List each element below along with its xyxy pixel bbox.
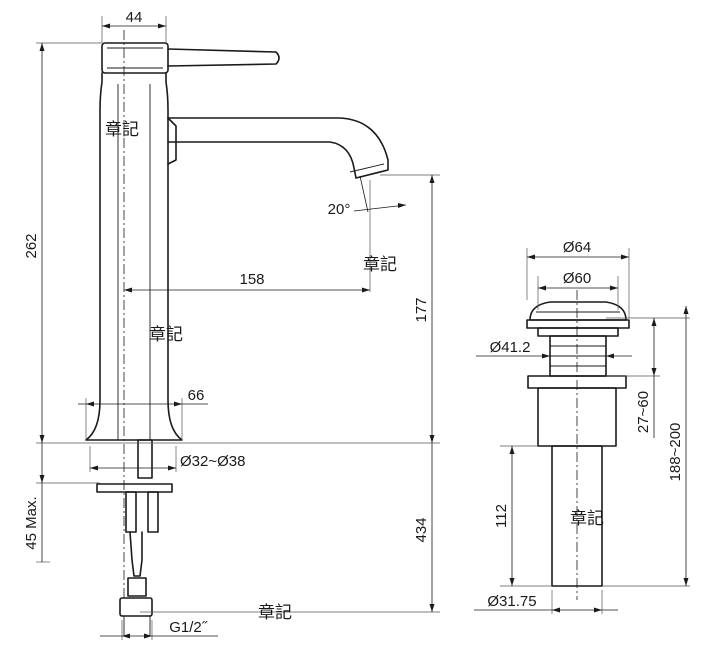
mounting-plate [96, 483, 173, 493]
faucet-drawing [85, 30, 389, 636]
dim-label-20deg: 20° [328, 201, 351, 218]
waste-cap [529, 301, 627, 321]
dim-label-41-2: Ø41.2 [490, 339, 531, 356]
popup-waste-drawing [526, 290, 630, 600]
faucet-lever [167, 48, 280, 67]
dim-label-32-38: Ø32~Ø38 [180, 453, 245, 470]
dimension-labels: 44 262 158 177 20° 66 Ø32~Ø38 45 Max. 43… [23, 9, 684, 636]
connector-top [127, 577, 147, 597]
dimension-lines [39, 23, 689, 639]
dim-label-177: 177 [413, 297, 430, 322]
dim-label-434: 434 [413, 517, 430, 542]
dim-label-64: Ø64 [563, 239, 591, 256]
dim-label-60: Ø60 [563, 270, 591, 287]
dim-label-g12: G1/2˝ [169, 619, 208, 636]
faucet-handle-cap [101, 42, 169, 74]
dim-label-112: 112 [493, 504, 510, 528]
waste-flange [526, 319, 630, 329]
watermark-text: 章記 [363, 255, 397, 275]
watermark-text: 章記 [570, 509, 604, 529]
watermark-text: 章記 [149, 325, 183, 345]
watermark-text: 章記 [105, 120, 139, 140]
dim-label-27-60: 27~60 [635, 391, 652, 433]
dim-label-44: 44 [126, 9, 143, 26]
faucet-body [85, 72, 183, 441]
dim-label-188-200: 188~200 [667, 423, 684, 482]
watermarks: 章記 章記 章記 章記 章記 [105, 120, 604, 623]
faucet-shank [137, 439, 153, 479]
supply-hose [129, 531, 143, 577]
dim-label-158: 158 [239, 271, 264, 288]
dim-label-262: 262 [23, 233, 40, 258]
dim-label-31-75: Ø31.75 [487, 593, 536, 610]
watermark-text: 章記 [258, 603, 292, 623]
dim-label-66: 66 [188, 387, 205, 404]
faucet-spout [167, 117, 389, 179]
dim-label-45max: 45 Max. [23, 496, 40, 549]
connector-nut [119, 597, 153, 617]
